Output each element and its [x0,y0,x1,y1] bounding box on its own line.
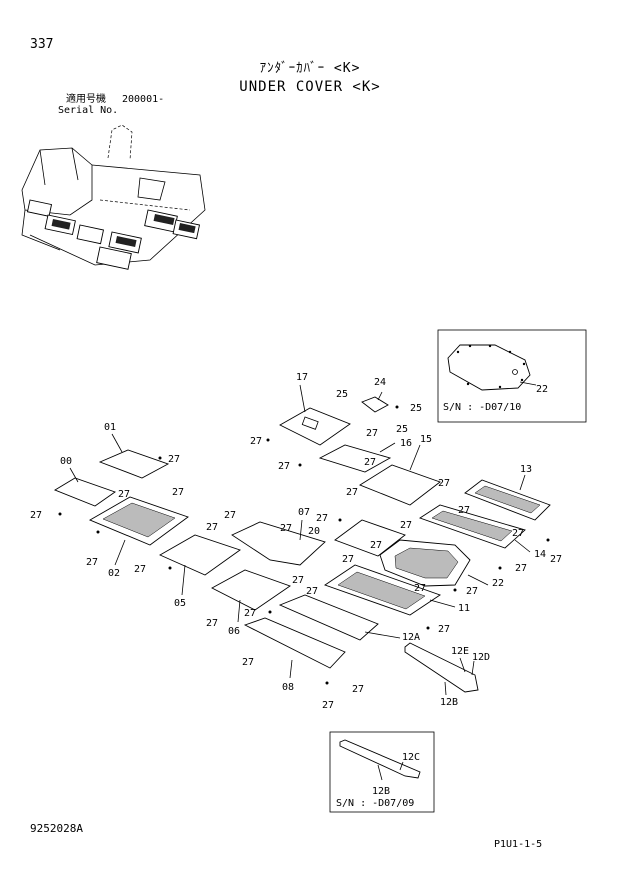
label-06: 06 [228,626,240,637]
label-22: 22 [492,578,504,589]
label-27: 27 [364,457,376,468]
label-27: 27 [30,510,42,521]
label-01: 01 [104,422,116,433]
label-27: 27 [316,513,328,524]
label-12c-inset: 12C [402,752,420,763]
label-27: 27 [206,522,218,533]
label-05: 05 [174,598,186,609]
label-25-a: 25 [336,389,348,400]
label-08: 08 [282,682,294,693]
label-27: 27 [414,583,426,594]
label-12d: 12D [472,652,490,663]
inset-serial-note-top: S/N : -D07/10 [443,402,521,413]
label-20: 20 [308,526,320,537]
label-27: 27 [118,489,130,500]
label-27: 27 [370,540,382,551]
page-title: UNDER COVER <K> [239,79,381,95]
label-27: 27 [550,554,562,565]
label-27: 27 [512,528,524,539]
page-number: 337 [30,37,54,52]
label-13: 13 [520,464,532,475]
label-27: 27 [280,523,292,534]
part-labels: 00 01 02 05 06 07 08 11 12A 12B 12D 12E … [60,372,546,708]
bolt-icon [58,405,550,685]
label-27: 27 [366,428,378,439]
inset-box-top: 22 S/N : -D07/10 [437,329,587,423]
inset-box-bottom: 12C 12B S/N : -D07/09 [329,731,435,813]
serial-value: 200001- [122,94,165,105]
label-12b: 12B [440,697,458,708]
label-12a: 12A [402,632,420,643]
label-27: 27 [400,520,412,531]
leader-lines [69,384,531,696]
inset-serial-note-bottom: S/N : -D07/09 [336,798,414,809]
label-27: 27 [168,454,180,465]
label-12e: 12E [451,646,469,657]
label-15: 15 [420,434,432,445]
label-27: 27 [278,461,290,472]
label-11: 11 [458,603,470,614]
label-02: 02 [108,568,120,579]
label-27: 27 [242,657,254,668]
label-14: 14 [534,549,546,560]
label-17: 17 [296,372,308,383]
label-27: 27 [346,487,358,498]
label-25-c: 25 [396,424,408,435]
serial-label: Serial No. [58,105,119,116]
label-16: 16 [400,438,412,449]
label-25-b: 25 [410,403,422,414]
machine-overview-icon [21,124,206,270]
title-japanese: ｱﾝﾀﾞｰｶﾊﾞｰ <K> [259,61,361,76]
label-22-inset: 22 [536,384,548,395]
label-27: 27 [458,505,470,516]
page-code: P1U1-1-5 [494,839,543,850]
cover-plate-icon [53,396,551,693]
label-27: 27 [466,586,478,597]
label-12b-inset: 12B [372,786,390,797]
label-00: 00 [60,456,72,467]
label-07: 07 [298,507,310,518]
label-27: 27 [86,557,98,568]
label-27: 27 [172,487,184,498]
label-27: 27 [250,436,262,447]
label-27: 27 [438,624,450,635]
label-27: 27 [206,618,218,629]
serial-label-japanese: 適用号機 [66,94,106,105]
label-27: 27 [292,575,304,586]
label-24: 24 [374,377,386,388]
label-27: 27 [224,510,236,521]
label-27: 27 [515,563,527,574]
bolt-labels: 27 27 27 27 27 27 27 27 27 27 27 27 27 2… [30,428,562,711]
label-27: 27 [342,554,354,565]
label-27: 27 [244,608,256,619]
label-27: 27 [322,700,334,711]
label-27: 27 [352,684,364,695]
label-27: 27 [134,564,146,575]
label-27: 27 [438,478,450,489]
label-27: 27 [306,586,318,597]
doc-number: 9252028A [30,822,83,835]
